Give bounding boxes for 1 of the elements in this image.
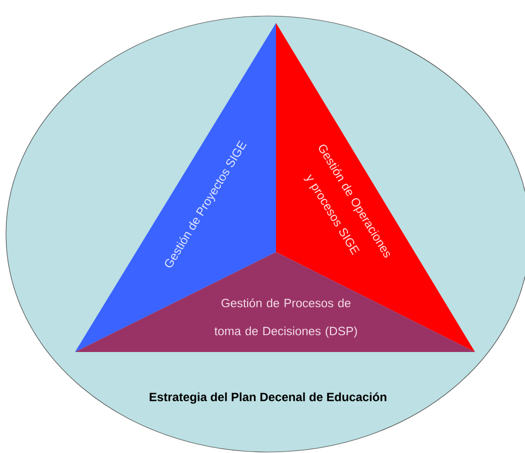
title: Estrategia del Plan Decenal de Educación xyxy=(150,392,386,404)
